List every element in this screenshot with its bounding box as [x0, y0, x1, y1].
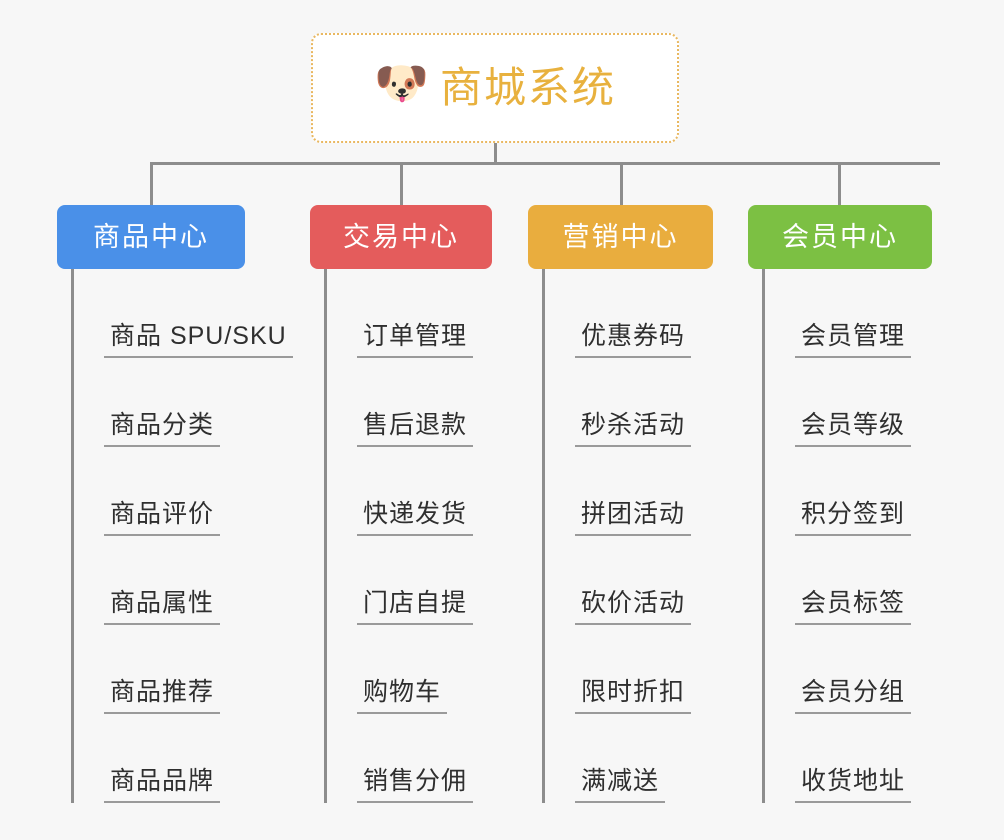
- leaf-list-3: 优惠券码 秒杀活动 拼团活动 砍价活动 限时折扣 满减送: [542, 269, 738, 803]
- branch-product-center: 商品中心 商品 SPU/SKU 商品分类 商品评价 商品属性 商品推荐 商品品牌: [57, 205, 297, 803]
- connector-drop-branch-4: [838, 162, 841, 205]
- branch-trade-center: 交易中心 订单管理 售后退款 快递发货 门店自提 购物车 销售分佣: [310, 205, 522, 803]
- list-item[interactable]: 商品 SPU/SKU: [74, 269, 297, 358]
- leaf-label: 订单管理: [357, 322, 474, 358]
- leaf-label: 门店自提: [357, 589, 474, 625]
- list-item[interactable]: 秒杀活动: [545, 358, 738, 447]
- connector-horizontal-bus: [150, 162, 940, 165]
- root-node[interactable]: 🐶 商城系统: [311, 33, 679, 143]
- leaf-label: 商品 SPU/SKU: [104, 322, 293, 358]
- branch-columns: 商品中心 商品 SPU/SKU 商品分类 商品评价 商品属性 商品推荐 商品品牌…: [0, 205, 1004, 825]
- leaf-label: 商品推荐: [104, 678, 221, 714]
- branch-marketing-center: 营销中心 优惠券码 秒杀活动 拼团活动 砍价活动 限时折扣 满减送: [528, 205, 738, 803]
- list-item[interactable]: 满减送: [545, 714, 738, 803]
- connector-drop-branch-3: [620, 162, 623, 205]
- list-item[interactable]: 门店自提: [327, 536, 522, 625]
- leaf-label: 会员分组: [795, 678, 912, 714]
- list-item[interactable]: 订单管理: [327, 269, 522, 358]
- list-item[interactable]: 购物车: [327, 625, 522, 714]
- list-item[interactable]: 售后退款: [327, 358, 522, 447]
- leaf-label: 限时折扣: [575, 678, 692, 714]
- leaf-label: 商品分类: [104, 411, 221, 447]
- dog-face-icon: 🐶: [373, 59, 429, 108]
- leaf-label: 商品品牌: [104, 767, 221, 803]
- connector-drop-branch-1: [150, 162, 153, 205]
- leaf-label: 购物车: [357, 678, 448, 714]
- list-item[interactable]: 商品推荐: [74, 625, 297, 714]
- leaf-label: 会员等级: [795, 411, 912, 447]
- branch-header-2[interactable]: 交易中心: [310, 205, 492, 269]
- leaf-label: 销售分佣: [357, 767, 474, 803]
- list-item[interactable]: 商品品牌: [74, 714, 297, 803]
- connector-drop-branch-2: [400, 162, 403, 205]
- leaf-label: 积分签到: [795, 500, 912, 536]
- list-item[interactable]: 会员管理: [765, 269, 958, 358]
- root-title: 商城系统: [439, 64, 616, 111]
- leaf-list-2: 订单管理 售后退款 快递发货 门店自提 购物车 销售分佣: [324, 269, 522, 803]
- leaf-label: 会员标签: [795, 589, 912, 625]
- list-item[interactable]: 销售分佣: [327, 714, 522, 803]
- leaf-label: 收货地址: [795, 767, 912, 803]
- leaf-label: 秒杀活动: [575, 411, 692, 447]
- leaf-label: 商品评价: [104, 500, 221, 536]
- leaf-label: 售后退款: [357, 411, 474, 447]
- leaf-label: 优惠券码: [575, 322, 692, 358]
- branch-header-1[interactable]: 商品中心: [57, 205, 245, 269]
- leaf-list-1: 商品 SPU/SKU 商品分类 商品评价 商品属性 商品推荐 商品品牌: [71, 269, 297, 803]
- list-item[interactable]: 优惠券码: [545, 269, 738, 358]
- connector-root-stem: [494, 143, 497, 165]
- leaf-list-4: 会员管理 会员等级 积分签到 会员标签 会员分组 收货地址: [762, 269, 958, 803]
- list-item[interactable]: 会员分组: [765, 625, 958, 714]
- list-item[interactable]: 收货地址: [765, 714, 958, 803]
- branch-member-center: 会员中心 会员管理 会员等级 积分签到 会员标签 会员分组 收货地址: [748, 205, 958, 803]
- list-item[interactable]: 会员等级: [765, 358, 958, 447]
- list-item[interactable]: 商品评价: [74, 447, 297, 536]
- branch-header-4[interactable]: 会员中心: [748, 205, 932, 269]
- list-item[interactable]: 限时折扣: [545, 625, 738, 714]
- leaf-label: 满减送: [575, 767, 666, 803]
- list-item[interactable]: 商品属性: [74, 536, 297, 625]
- list-item[interactable]: 商品分类: [74, 358, 297, 447]
- leaf-label: 商品属性: [104, 589, 221, 625]
- leaf-label: 会员管理: [795, 322, 912, 358]
- leaf-label: 砍价活动: [575, 589, 692, 625]
- list-item[interactable]: 积分签到: [765, 447, 958, 536]
- list-item[interactable]: 砍价活动: [545, 536, 738, 625]
- list-item[interactable]: 拼团活动: [545, 447, 738, 536]
- list-item[interactable]: 会员标签: [765, 536, 958, 625]
- leaf-label: 拼团活动: [575, 500, 692, 536]
- list-item[interactable]: 快递发货: [327, 447, 522, 536]
- branch-header-3[interactable]: 营销中心: [528, 205, 713, 269]
- leaf-label: 快递发货: [357, 500, 474, 536]
